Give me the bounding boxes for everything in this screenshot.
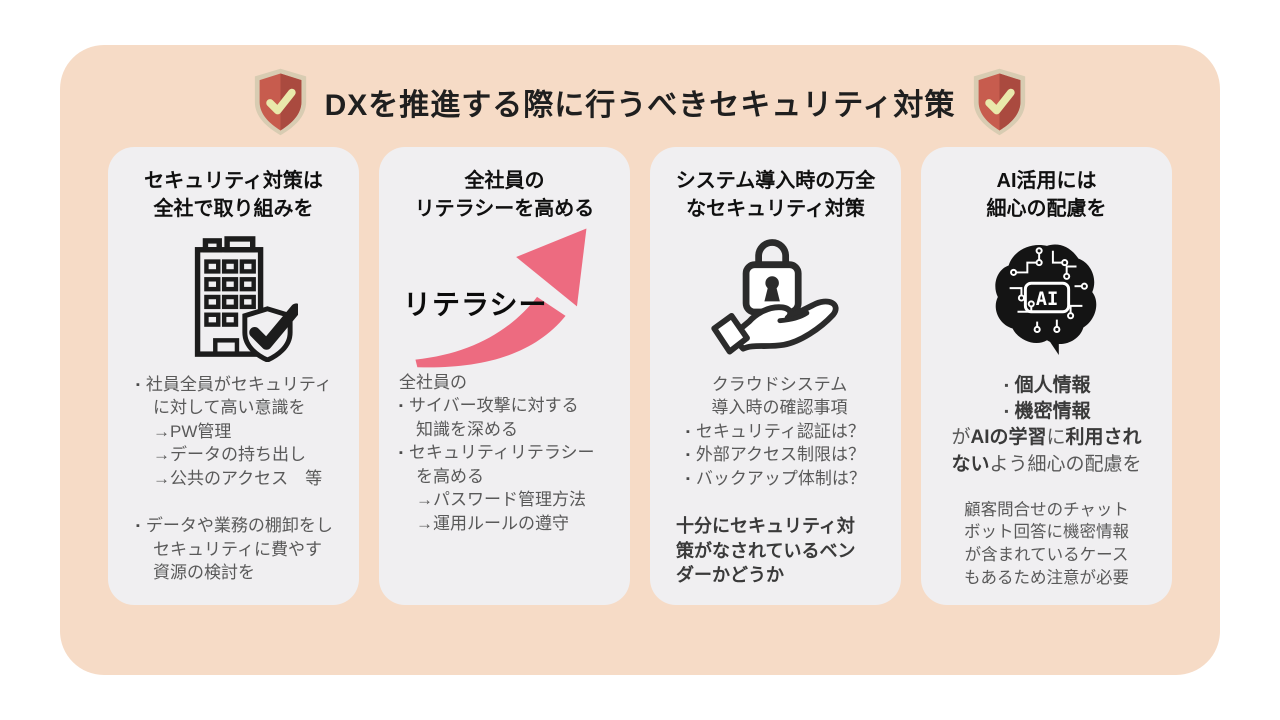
bullet-marker: ▪ [686,425,690,438]
bullet-item: ▪サイバー攻撃に対する [399,396,579,416]
card-body: ▪社員全員がセキュリティ に対して高い意識を →PW管理 →データの持ち出し →… [122,373,345,585]
note-line: もあるため注意が必要 [964,568,1129,587]
bullet-marker: ▪ [686,449,690,462]
card-ai-caution: AI活用には 細心の配慮を [921,147,1172,605]
card-title: AI活用には 細心の配慮を [986,170,1107,220]
body-line: →公共のアクセス 等 [153,468,323,488]
note-line: 顧客問合せのチャット [964,500,1129,519]
bullet-item: ▪データや業務の棚卸をし [136,516,333,536]
rising-arrow-icon [415,228,587,368]
body-line: →PW管理 [153,421,232,441]
body-line: 導入時の確認事項 [711,398,848,418]
lock-on-hand-icon [710,239,839,355]
main-title: DXを推進する際に行うべきセキュリティ対策 [324,89,956,122]
mixed-emphasis-line: がAIの学習に利用され [951,427,1142,449]
card-row: セキュリティ対策は 全社で取り組みを [60,147,1220,605]
body-line: を高める [416,466,484,486]
mixed-emphasis-line: ないよう細心の配慮を [951,454,1142,476]
ai-circuit-brain-icon: AI [994,244,1096,356]
body-line: →データの持ち出し [153,445,306,465]
bullet-marker: ▪ [136,379,140,391]
card-system-security: システム導入時の万全 なセキュリティ対策 [650,147,901,605]
bullet-marker: ▪ [399,447,403,460]
card-title: 全社員の リテラシーを高める [414,170,595,220]
body-line: 知識を深める [416,419,518,439]
card-body: クラウドシステム 導入時の確認事項 ▪セキュリティ認証は？ ▪外部アクセス制限は… [664,373,887,587]
bullet-marker: ▪ [1004,404,1009,419]
bullet-item: ▪外部アクセス制限は？ [686,445,866,465]
card-body: 全社員の ▪サイバー攻撃に対する 知識を深める ▪セキュリティリテラシー を高め… [393,371,616,535]
card-literacy: 全社員の リテラシーを高める リテラシー 全社員の ▪サイバー攻撃に対する 知識… [379,147,630,605]
card-title: システム導入時の万全 なセキュリティ対策 [675,170,876,220]
bullet-marker: ▪ [1004,378,1009,392]
bullet-item: ▪社員全員がセキュリティ [136,375,332,394]
main-panel: DXを推進する際に行うべきセキュリティ対策 セキュリティ対策は 全社で取り組みを [60,45,1220,675]
body-line: に対して高い意識を [153,398,306,418]
body-line: 資源の検討を [153,563,255,583]
body-line: クラウドシステム [711,375,848,394]
note-line: ボット回答に機密情報 [964,523,1129,542]
bullet-item: ▪バックアップ体制は？ [686,468,866,488]
body-line: セキュリティに費やす [153,539,322,559]
shield-check-icon [974,68,1026,136]
card-body: ▪個人情報 ▪機密情報 がAIの学習に利用され ないよう細心の配慮を 顧客問合せ… [935,373,1158,590]
emphasis-line: 十分にセキュリティ対 [676,516,855,537]
bullet-marker: ▪ [399,400,403,413]
bullet-item: ▪個人情報 [1004,375,1091,396]
header: DXを推進する際に行うべきセキュリティ対策 [60,45,1220,137]
bullet-marker: ▪ [136,520,140,533]
emphasis-line: ダーかどうか [676,564,784,585]
card-company-wide-security: セキュリティ対策は 全社で取り組みを [108,147,359,605]
office-building-shield-check-icon [194,236,298,362]
bullet-marker: ▪ [686,472,690,485]
ai-label: AI [1035,289,1057,310]
literacy-label: リテラシー [403,289,548,320]
note-line: が含まれているケース [964,546,1129,565]
card-title: セキュリティ対策は 全社で取り組みを [144,170,323,220]
body-line: →運用ルールの遵守 [416,513,569,533]
shield-check-icon [254,68,306,136]
bullet-item: ▪セキュリティリテラシー [399,443,595,463]
emphasis-line: 策がなされているベン [676,540,856,561]
body-line: →パスワード管理方法 [416,490,586,510]
bullet-item: ▪セキュリティ認証は？ [686,421,865,441]
body-line: 全社員の [399,373,467,392]
bullet-item: ▪機密情報 [1004,401,1091,423]
